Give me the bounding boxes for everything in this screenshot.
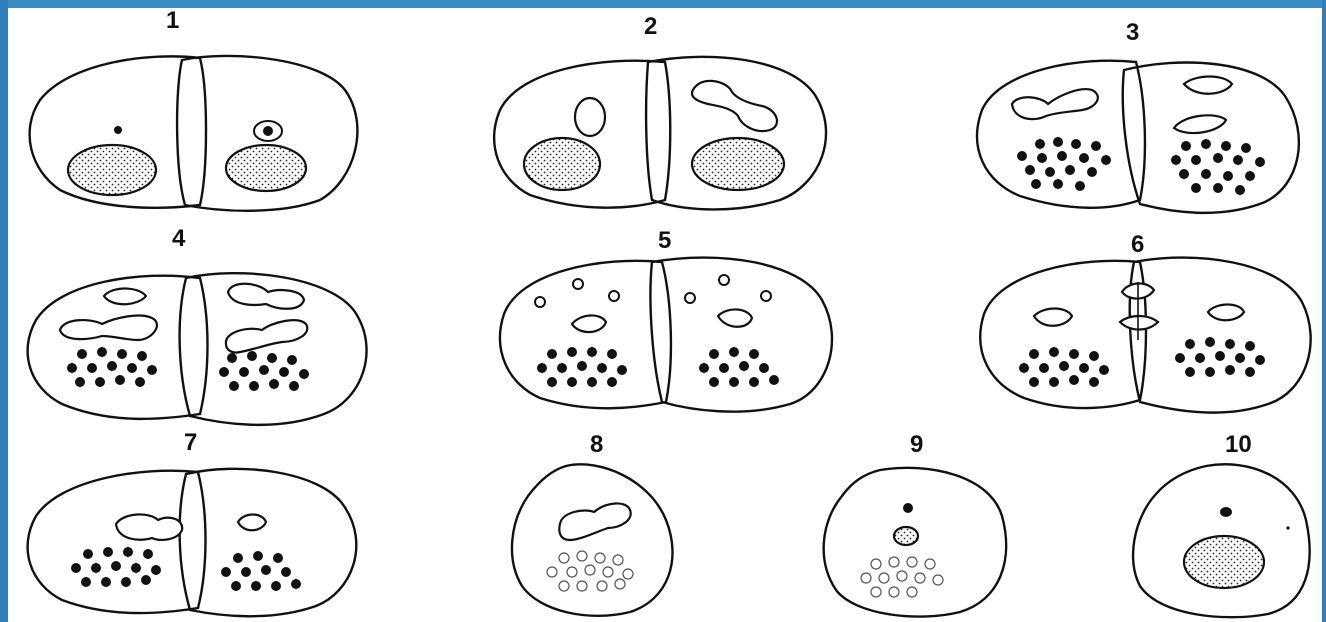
panel-label-6: 6 xyxy=(1131,231,1144,258)
dividing-chromosome-lower xyxy=(226,320,307,352)
chromosome-left xyxy=(1034,309,1072,326)
nucleoli-cluster-left xyxy=(1017,137,1111,191)
chromosome xyxy=(104,289,146,305)
dividing-chromosome xyxy=(60,316,157,340)
reforming-nucleus xyxy=(894,527,918,545)
nucleoli-cluster-right xyxy=(219,351,309,391)
speck xyxy=(1286,526,1289,529)
panel-label-5: 5 xyxy=(658,227,671,254)
faint-nucleoli-cluster xyxy=(861,557,943,597)
panel-label-10: 10 xyxy=(1225,431,1252,458)
scattered-bodies-right xyxy=(685,275,771,303)
panel-8 xyxy=(512,464,673,615)
nucleoli-cluster-left xyxy=(537,347,627,387)
scattered-bodies-left xyxy=(535,279,619,307)
panel-2 xyxy=(494,57,826,210)
nucleoli-cluster-left xyxy=(1019,347,1109,387)
nucleus-left xyxy=(524,138,600,190)
nucleus-left xyxy=(68,145,156,195)
panel-label-9: 9 xyxy=(910,431,923,458)
nucleoli-cluster-right xyxy=(1171,139,1265,195)
dividing-chromosome-upper xyxy=(228,284,304,309)
cell-right xyxy=(650,258,832,412)
nucleus-right xyxy=(226,145,306,191)
panel-9 xyxy=(824,468,1006,617)
cell-right xyxy=(1130,258,1311,413)
panel-6 xyxy=(980,258,1310,413)
panel-1 xyxy=(30,56,358,211)
panel-label-3: 3 xyxy=(1126,19,1139,46)
nucleoli-cluster-left xyxy=(71,547,161,587)
panel-7 xyxy=(28,469,357,616)
panel-label-1: 1 xyxy=(166,7,179,34)
panel-label-7: 7 xyxy=(184,429,197,456)
nucleoli-cluster-right xyxy=(1175,337,1265,377)
cell xyxy=(512,464,673,615)
chromosome-right xyxy=(1208,305,1244,321)
panel-4 xyxy=(28,273,367,425)
nucleoli-cluster-right xyxy=(699,347,779,387)
chromosome-right xyxy=(238,515,266,531)
small-body xyxy=(1220,507,1232,517)
panel-5 xyxy=(500,258,832,412)
panel-label-2: 2 xyxy=(644,13,657,40)
dividing-chromosome xyxy=(692,81,777,131)
nucleoli-cluster-right xyxy=(221,551,301,591)
chromosome-left xyxy=(572,315,606,332)
bridge-structure xyxy=(1120,282,1158,340)
panel-label-4: 4 xyxy=(172,225,186,252)
chromosome-pair xyxy=(116,514,182,540)
chromosome-lower xyxy=(1174,115,1226,133)
nucleoli-cluster-left xyxy=(67,347,157,387)
cell-left xyxy=(980,261,1146,408)
small-body xyxy=(903,503,913,513)
chromosome-right xyxy=(718,309,752,326)
cell-left xyxy=(500,261,671,408)
nucleus-right xyxy=(692,138,784,190)
chromosome xyxy=(559,503,630,540)
panel-label-8: 8 xyxy=(590,431,603,458)
interphase-nucleus xyxy=(1184,536,1264,588)
chromosome-upper xyxy=(1184,77,1232,94)
dividing-chromosome xyxy=(1012,89,1098,119)
chromosome xyxy=(575,98,605,136)
panel-10 xyxy=(1133,464,1310,617)
faint-nucleoli-cluster xyxy=(547,551,633,591)
panel-3 xyxy=(977,61,1299,213)
small-body xyxy=(114,126,122,134)
